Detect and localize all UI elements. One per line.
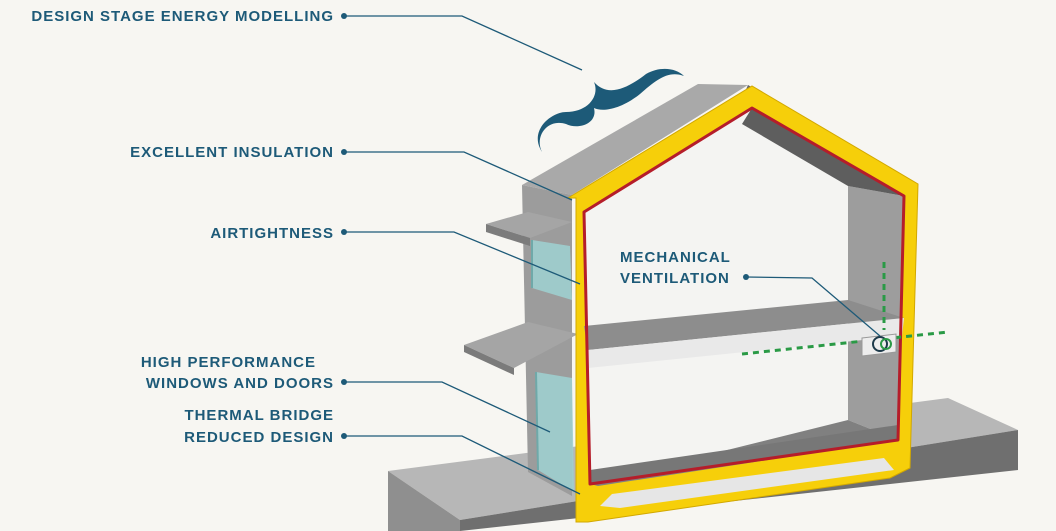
leader-thermal: [344, 435, 581, 495]
label-thermal-line2: REDUCED DESIGN: [184, 429, 334, 446]
label-windows-line2: WINDOWS AND DOORS: [146, 375, 334, 392]
ventilation-system: [741, 262, 949, 357]
interior-space: [584, 108, 904, 484]
thermal-break-detail: [600, 458, 894, 508]
label-insulation: EXCELLENT INSULATION: [130, 144, 334, 161]
intermediate-floor: [584, 300, 904, 368]
leader-lines: [344, 15, 881, 495]
label-airtightness: AIRTIGHTNESS: [210, 225, 334, 242]
callout-labels: DESIGN STAGE ENERGY MODELLING EXCELLENT …: [31, 8, 731, 446]
fan-icon: [872, 336, 888, 352]
label-mechanical-line2: VENTILATION: [620, 270, 730, 287]
leader-windows: [344, 381, 551, 433]
leader-airtightness: [344, 231, 581, 285]
label-mechanical-line1: MECHANICAL: [620, 249, 731, 266]
lower-window-glass: [536, 372, 574, 492]
lower-balcony: [464, 322, 578, 375]
label-thermal-line1: THERMAL BRIDGE: [184, 407, 334, 424]
airtight-membrane: [582, 106, 906, 486]
upper-window-glass: [532, 240, 572, 300]
label-design-stage: DESIGN STAGE ENERGY MODELLING: [31, 8, 334, 25]
leader-mechanical: [745, 276, 881, 337]
upper-balcony: [486, 212, 572, 246]
leader-dots: [341, 13, 749, 439]
label-windows-line1: HIGH PERFORMANCE: [141, 354, 316, 371]
leader-design-stage: [344, 15, 583, 71]
leader-insulation: [344, 151, 573, 201]
vent-duct-horizontal: [741, 330, 949, 356]
windows: [531, 240, 574, 492]
